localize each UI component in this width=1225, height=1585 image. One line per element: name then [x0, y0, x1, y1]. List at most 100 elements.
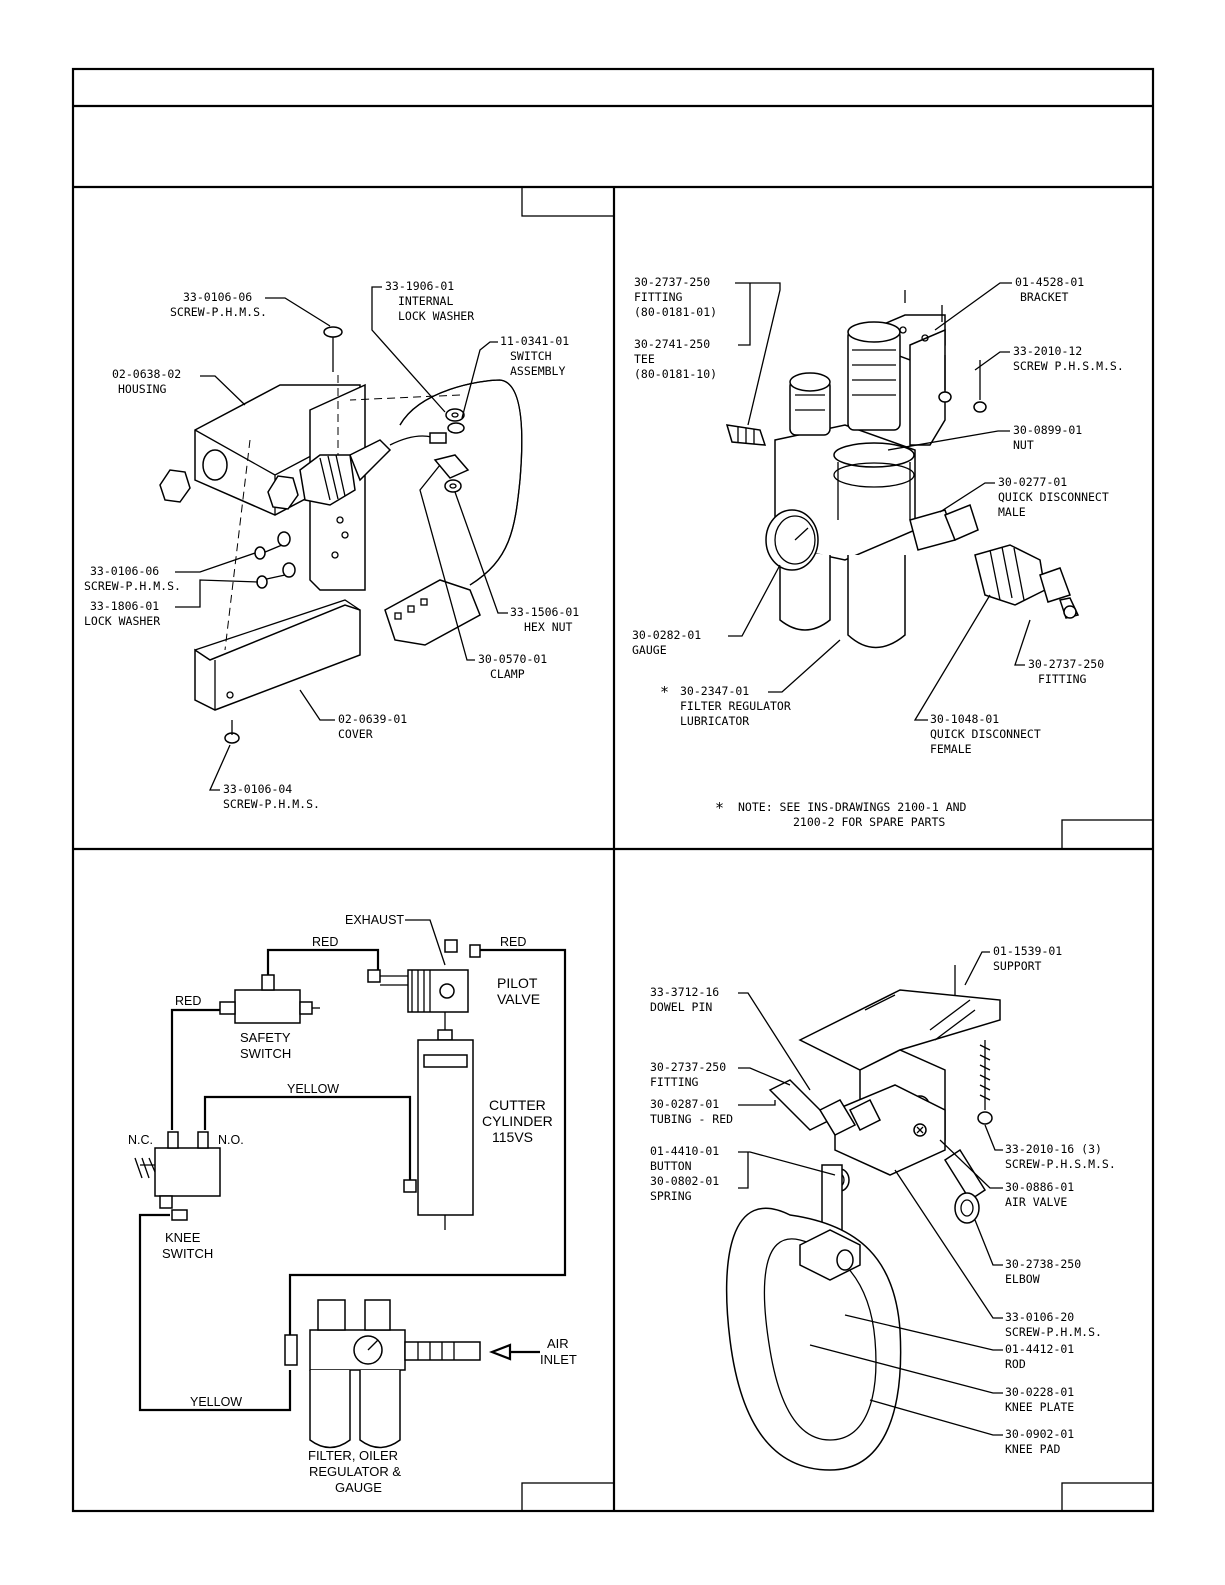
tl-callout-7-desc: HEX NUT: [524, 620, 573, 634]
lower-screws-drawing: [254, 531, 296, 589]
br-callout-5-part: 01-4410-01: [650, 1144, 719, 1158]
label-knee: KNEE: [165, 1230, 201, 1245]
tr-callout-3-part: 01-4528-01: [1015, 275, 1084, 289]
left-fitting-drawing: [725, 424, 767, 446]
support-screw-drawing: [977, 1040, 993, 1125]
air-inlet-arrow: [488, 1343, 540, 1361]
tr-callout-5-part: 30-0899-01: [1013, 423, 1082, 437]
label-exhaust: EXHAUST: [345, 913, 404, 927]
figure-box-bl: [521, 1482, 615, 1512]
knee-switch-symbol: [134, 1131, 221, 1221]
bracket-screws-drawing: [938, 355, 987, 413]
label-cylinder: CYLINDER: [482, 1113, 553, 1129]
figure-box-tl: [521, 186, 615, 217]
br-callout-3-part: 30-2737-250: [650, 1060, 726, 1074]
tl-callout-3-part: 11-0341-01: [500, 334, 569, 348]
br-callout-6-part: 30-0802-01: [650, 1174, 719, 1188]
br-callout-7-desc: SCREW-P.H.S.M.S.: [1005, 1157, 1116, 1171]
tr-callout-7-desc: GAUGE: [632, 643, 667, 657]
br-callout-11-desc: ROD: [1005, 1357, 1026, 1371]
tl-callout-2-part: 33-1906-01: [385, 279, 454, 293]
hex-nut-left: [159, 469, 191, 503]
tl-callout-4-part: 02-0638-02: [112, 367, 181, 381]
cutter-cylinder-symbol: [403, 1039, 474, 1230]
washers-drawing: [429, 408, 470, 493]
label-red-left: RED: [175, 994, 201, 1008]
label-filter-1: FILTER, OILER: [308, 1448, 398, 1463]
tr-callout-9-part: 30-2737-250: [1028, 657, 1104, 671]
br-callout-12-part: 30-0228-01: [1005, 1385, 1074, 1399]
br-callout-2-desc: DOWEL PIN: [650, 1000, 712, 1014]
label-pilot: PILOT: [497, 975, 538, 991]
tl-callout-8-part: 30-0570-01: [478, 652, 547, 666]
label-safety-switch: SWITCH: [240, 1046, 291, 1061]
tr-note-line1: NOTE: SEE INS-DRAWINGS 2100-1 AND: [738, 800, 967, 814]
switch-barrel-drawing: [299, 435, 441, 506]
tr-callout-9-desc: FITTING: [1038, 672, 1087, 686]
tr-callout-8-desc: FILTER REGULATOR: [680, 699, 791, 713]
gauge-drawing: [765, 509, 819, 571]
tr-callout-3-desc: BRACKET: [1020, 290, 1069, 304]
tl-callout-9-desc: COVER: [338, 727, 373, 741]
screw-bottom-drawing: [224, 720, 240, 744]
br-callout-11-part: 01-4412-01: [1005, 1342, 1074, 1356]
label-air: AIR: [547, 1336, 569, 1351]
tr-callout-8-desc2: LUBRICATOR: [680, 714, 749, 728]
label-valve: VALVE: [497, 991, 540, 1007]
br-callout-13-part: 30-0902-01: [1005, 1427, 1074, 1441]
label-red-top: RED: [312, 935, 338, 949]
tl-callout-3-desc2: ASSEMBLY: [510, 364, 565, 378]
br-callout-13-desc: KNEE PAD: [1005, 1442, 1060, 1456]
label-filter-2: REGULATOR &: [309, 1464, 401, 1479]
br-callout-9-part: 30-2738-250: [1005, 1257, 1081, 1271]
tl-callout-10-part: 33-0106-04: [223, 782, 292, 796]
panel-switch-assembly: 33-0106-06 SCREW-P.H.M.S. 33-1906-01 INT…: [84, 279, 579, 811]
label-inlet: INLET: [540, 1352, 577, 1367]
tl-callout-1-desc: SCREW-P.H.M.S.: [170, 305, 267, 319]
br-callout-8-desc: AIR VALVE: [1005, 1195, 1067, 1209]
screw-top-drawing: [323, 326, 343, 372]
pilot-valve-symbol: [367, 939, 481, 1041]
tr-callout-1-desc2: (80-0181-01): [634, 305, 717, 319]
br-callout-5-desc: BUTTON: [650, 1159, 692, 1173]
tr-callout-7-part: 30-0282-01: [632, 628, 701, 642]
tl-callout-5-desc: SCREW-P.H.M.S.: [84, 579, 181, 593]
label-safety: SAFETY: [240, 1030, 291, 1045]
tr-note-mark: *: [715, 799, 724, 817]
panel-pneumatic-schematic: EXHAUST RED RED RED PILOT VALVE SAFETY S…: [128, 913, 577, 1495]
bowls-drawing: [779, 550, 906, 649]
tl-callout-6-part: 33-1806-01: [90, 599, 159, 613]
br-callout-2-part: 33-3712-16: [650, 985, 719, 999]
safety-switch-symbol: [219, 974, 320, 1024]
br-callout-10-desc: SCREW-P.H.M.S.: [1005, 1325, 1102, 1339]
br-callout-1-part: 01-1539-01: [993, 944, 1062, 958]
hex-nut-right: [267, 475, 299, 510]
br-callout-9-desc: ELBOW: [1005, 1272, 1040, 1286]
br-leaders: [738, 951, 1003, 1436]
tl-callout-8-desc: CLAMP: [490, 667, 525, 681]
br-callout-1-desc: SUPPORT: [993, 959, 1042, 973]
tr-callout-2-part: 30-2741-250: [634, 337, 710, 351]
tr-callout-1-part: 30-2737-250: [634, 275, 710, 289]
tl-leaders: [175, 286, 508, 791]
tl-callout-6-desc: LOCK WASHER: [84, 614, 160, 628]
tr-callout-6-desc: QUICK DISCONNECT: [998, 490, 1109, 504]
qd-female-drawing: [974, 544, 1080, 619]
tl-callout-4-desc: HOUSING: [118, 382, 167, 396]
tr-callout-8-mark: *: [660, 683, 669, 701]
panel-knee-switch-assembly: 01-1539-01 SUPPORT 33-3712-16 DOWEL PIN …: [650, 944, 1116, 1471]
qd-male-drawing: [909, 504, 979, 551]
tr-callout-10-desc2: FEMALE: [930, 742, 972, 756]
br-callout-3-desc: FITTING: [650, 1075, 699, 1089]
knee-pad-drawing: [725, 1207, 902, 1471]
cover-drawing: [194, 599, 361, 711]
label-knee-switch: SWITCH: [162, 1246, 213, 1261]
sheet-frame: [71, 67, 1155, 1513]
tr-callout-4-desc: SCREW P.H.S.M.S.: [1013, 359, 1124, 373]
br-callout-4-desc: TUBING - RED: [650, 1112, 733, 1126]
tr-note-line2: 2100-2 FOR SPARE PARTS: [793, 815, 945, 829]
tr-callout-6-part: 30-0277-01: [998, 475, 1067, 489]
tr-callout-6-desc2: MALE: [998, 505, 1026, 519]
br-callout-6-desc: SPRING: [650, 1189, 692, 1203]
tr-callout-8-part: 30-2347-01: [680, 684, 749, 698]
